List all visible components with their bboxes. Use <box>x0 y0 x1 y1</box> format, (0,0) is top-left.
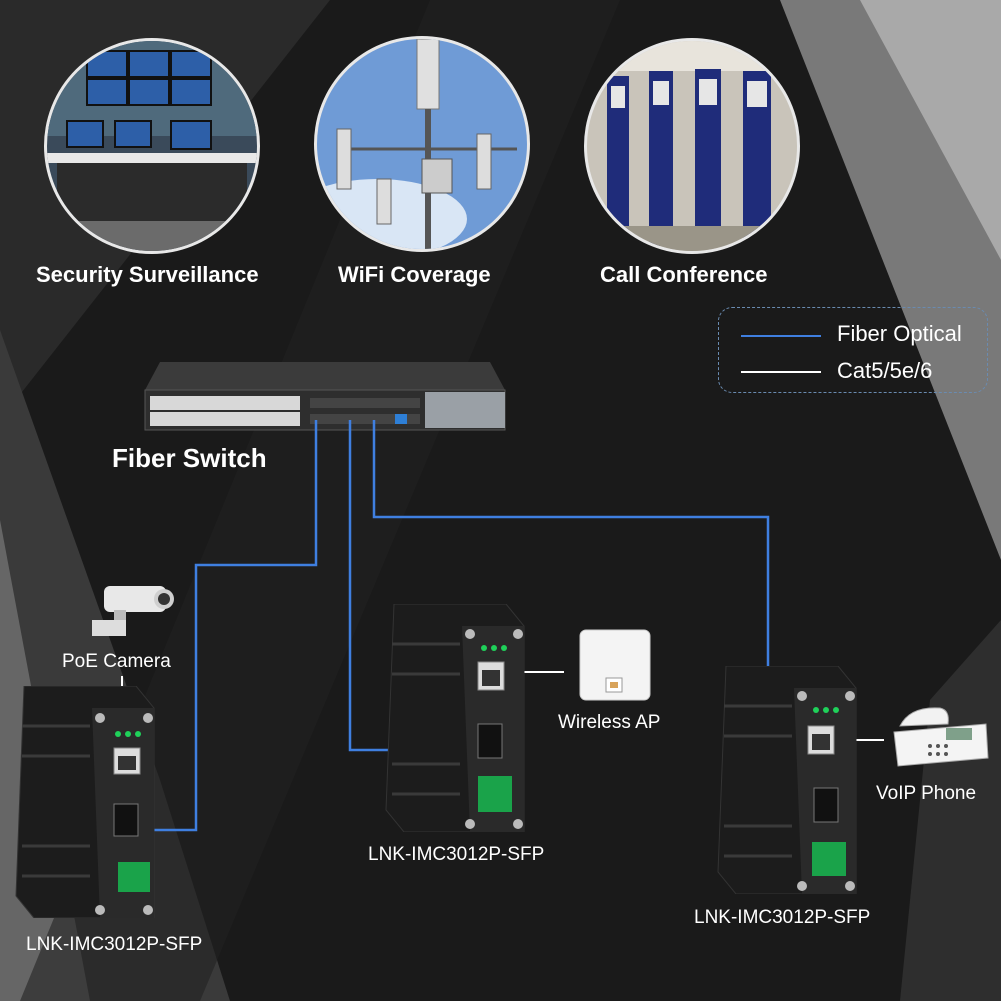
poe-camera-label: PoE Camera <box>62 651 171 672</box>
fiber-switch-image <box>144 362 506 431</box>
voip-phone-label: VoIP Phone <box>876 783 977 804</box>
media-converter-1 <box>15 686 155 918</box>
converter-3-model: LNK-IMC3012P-SFP <box>694 907 871 928</box>
media-converter-3 <box>717 666 857 894</box>
fiber-legend-label: Fiber Optical <box>837 321 962 346</box>
app-label-surveillance: Security Surveillance <box>36 262 259 287</box>
copper-legend-label: Cat5/5e/6 <box>837 358 933 383</box>
phone-booths-scene-image <box>584 38 800 254</box>
legend-box: Fiber Optical Cat5/5e/6 <box>718 307 988 393</box>
app-label-wifi: WiFi Coverage <box>338 262 491 287</box>
wireless-ap-label: Wireless AP <box>558 712 661 733</box>
fiber-legend-line <box>741 335 821 337</box>
app-label-call: Call Conference <box>600 262 768 287</box>
voip-phone-image <box>893 707 989 767</box>
wireless-ap-image <box>579 629 651 701</box>
switch-label: Fiber Switch <box>112 443 267 473</box>
converter-1-model: LNK-IMC3012P-SFP <box>26 934 203 955</box>
media-converter-2 <box>385 604 525 832</box>
copper-legend-line <box>741 371 821 373</box>
surveillance-scene-image <box>44 38 260 254</box>
wifi-tower-scene-image <box>314 36 530 252</box>
converter-2-model: LNK-IMC3012P-SFP <box>368 844 545 865</box>
poe-camera-image <box>92 586 174 636</box>
